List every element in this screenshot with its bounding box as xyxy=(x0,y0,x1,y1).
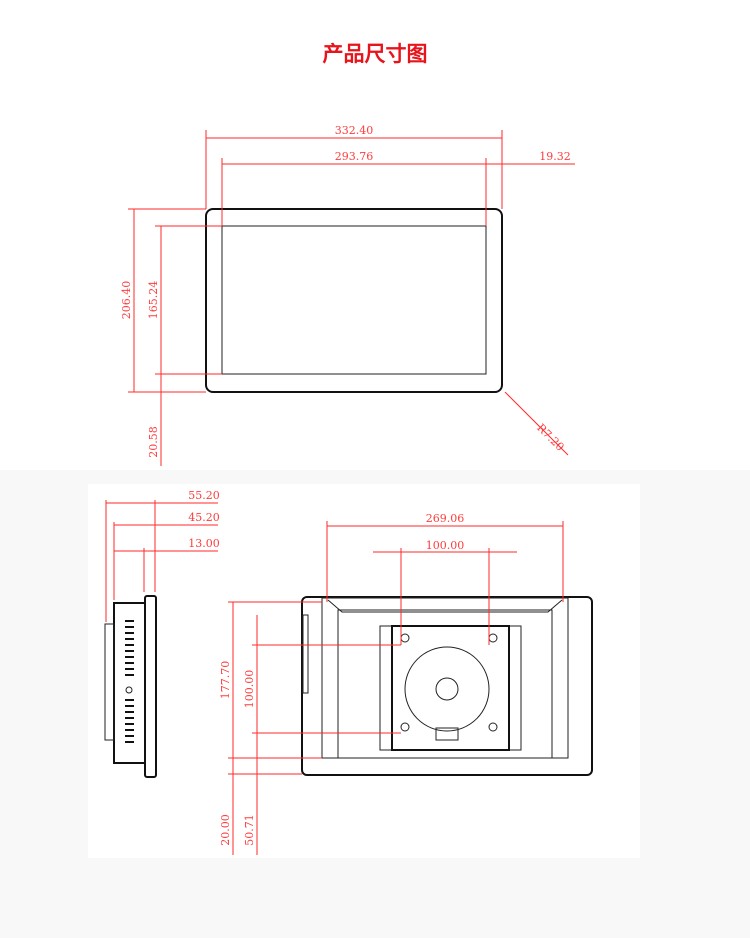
front-view: 332.40 293.76 19.32 206.40 165.24 20.58 … xyxy=(120,124,575,466)
lower-drawing-panel xyxy=(88,484,640,858)
label-rear-height: 177.70 xyxy=(219,661,232,700)
label-vesa-vertical: 100.00 xyxy=(243,670,256,709)
page-title: 产品尺寸图 xyxy=(322,42,428,66)
label-depth-bezel: 13.00 xyxy=(188,537,220,550)
label-screen-height: 165.24 xyxy=(147,281,160,320)
label-overall-width: 332.40 xyxy=(335,124,374,137)
label-bottom-border: 20.58 xyxy=(147,426,160,458)
screen-area xyxy=(221,225,487,375)
label-vesa-bottom-offset: 50.71 xyxy=(243,814,256,846)
rear-view: 269.06 100.00 177.70 100.00 20.00 50.71 xyxy=(219,512,593,855)
label-screen-width: 293.76 xyxy=(335,150,374,163)
side-view: 55.20 45.20 13.00 xyxy=(104,489,220,778)
label-vesa-horizontal: 100.00 xyxy=(426,539,465,552)
label-rear-width: 269.06 xyxy=(426,512,465,525)
label-side-border: 19.32 xyxy=(539,150,571,163)
label-corner-radius: R7.20 xyxy=(534,421,566,453)
vent-slots xyxy=(125,620,134,743)
monitor-outline xyxy=(205,208,503,393)
label-bottom-offset: 20.00 xyxy=(219,814,232,846)
label-depth-body: 45.20 xyxy=(188,511,220,524)
label-overall-height: 206.40 xyxy=(120,281,133,320)
label-depth-total: 55.20 xyxy=(188,489,220,502)
